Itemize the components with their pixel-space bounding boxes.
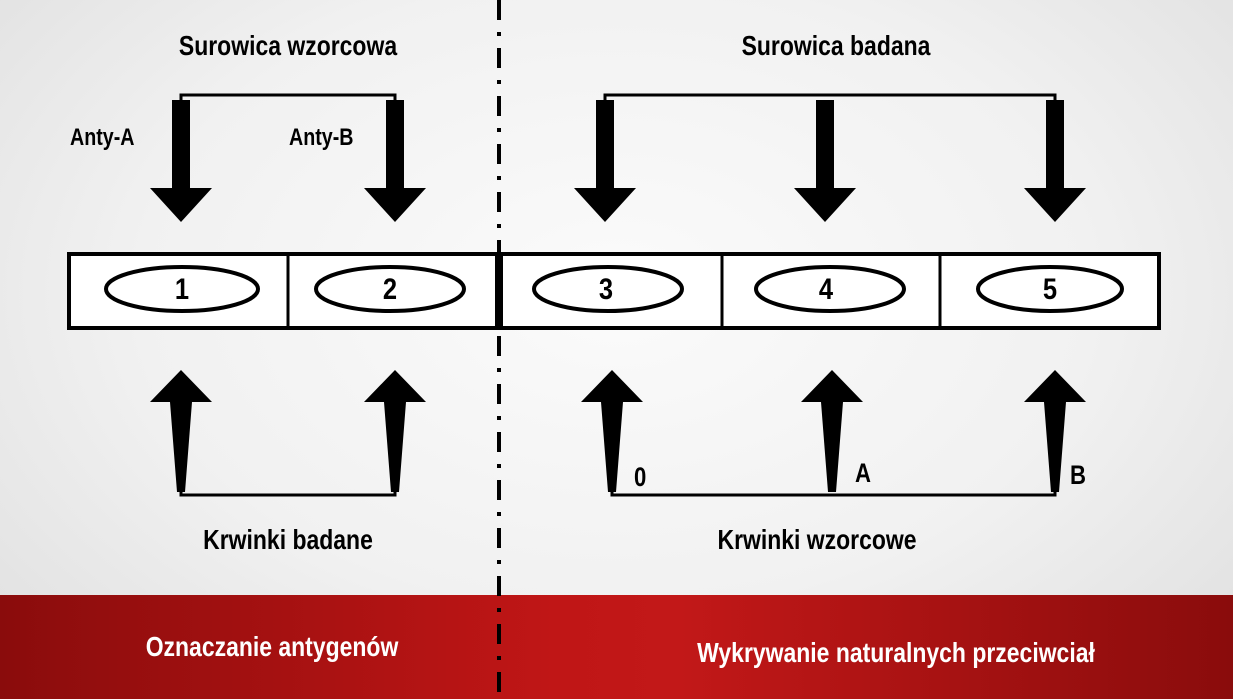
down-arrow-icon-4 — [794, 100, 856, 222]
well-number-4: 4 — [818, 273, 834, 306]
reagent-label-anty-b: Anty-B — [289, 124, 354, 151]
up-arrow-icon-2 — [364, 370, 426, 492]
cell-type-label-0: 0 — [634, 462, 647, 492]
well-oval-5 — [976, 265, 1124, 313]
cell-type-label-b: B — [1070, 460, 1086, 490]
well-oval-4 — [754, 265, 906, 313]
down-arrow-icon-1 — [150, 100, 212, 222]
cell-type-label-a: A — [855, 458, 871, 488]
up-arrow-icon-4 — [801, 370, 863, 492]
down-arrow-icon-3 — [574, 100, 636, 222]
footer-band: Oznaczanie antygenów Wykrywanie naturaln… — [0, 595, 1233, 699]
up-arrow-icon-3 — [581, 370, 643, 492]
top-left-connector — [179, 93, 397, 128]
left-header: Surowica wzorcowa — [178, 30, 398, 61]
well-oval-2 — [314, 265, 466, 313]
well-number-3: 3 — [598, 273, 614, 306]
well-oval-1 — [104, 265, 260, 313]
left-bottom-label: Krwinki badane — [203, 524, 373, 555]
bottom-left-connector — [179, 460, 397, 497]
well-number-1: 1 — [174, 273, 190, 306]
up-arrow-icon-1 — [150, 370, 212, 492]
well-number-2: 2 — [382, 273, 398, 306]
left-footer-title: Oznaczanie antygenów — [145, 631, 399, 662]
right-header: Surowica badana — [741, 30, 931, 61]
right-bottom-label: Krwinki wzorcowe — [717, 524, 917, 555]
reagent-label-anty-a: Anty-A — [70, 124, 135, 151]
well-oval-3 — [532, 265, 684, 313]
right-footer-title: Wykrywanie naturalnych przeciwciał — [697, 637, 1095, 668]
down-arrow-icon-2 — [364, 100, 426, 222]
well-number-5: 5 — [1042, 273, 1058, 306]
up-arrow-icon-5 — [1024, 370, 1086, 492]
down-arrow-icon-5 — [1024, 100, 1086, 222]
